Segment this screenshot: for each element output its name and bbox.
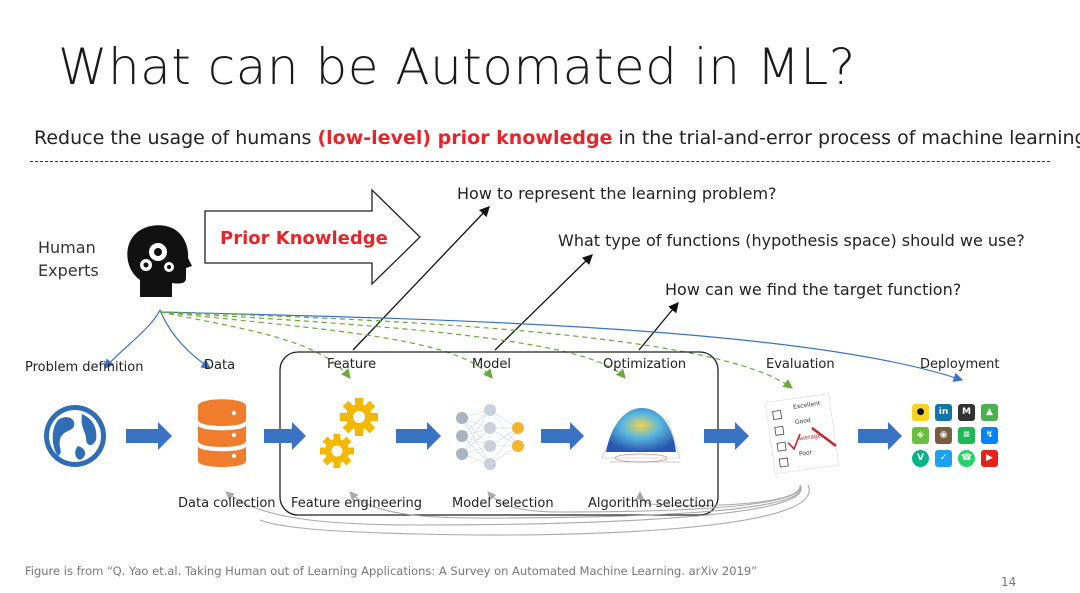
prior-knowledge-arrow [204, 188, 421, 286]
question-arrow-2 [494, 254, 593, 351]
stage-data: Data [204, 358, 236, 373]
database-icon [198, 399, 246, 467]
stage-evaluation: Evaluation [766, 357, 835, 372]
figure-source-footnote: Figure is from “Q. Yao et.al. Taking Hum… [25, 564, 758, 578]
subtitle-after: in the trial-and-error process of machin… [612, 127, 1080, 149]
stage-model: Model [472, 357, 512, 372]
twitter-icon: ✓ [935, 450, 952, 467]
question-representation: How to represent the learning problem? [457, 184, 777, 203]
prior-knowledge-label: Prior Knowledge [220, 228, 388, 249]
gears-icon [320, 398, 378, 468]
bottom-model-selection: Model selection [452, 496, 554, 511]
question-arrow-3 [638, 301, 679, 351]
stage-deployment: Deployment [920, 357, 1000, 372]
vine-leaf-icon: ◈ [912, 427, 929, 444]
bottom-algorithm-selection: Algorithm selection [588, 496, 715, 511]
medium-icon: M [958, 404, 975, 421]
subtitle-before: Reduce the usage of humans [34, 127, 318, 149]
subtitle-highlight: (low-level) prior knowledge [317, 127, 613, 149]
question-arrow-1 [352, 206, 490, 351]
human-experts-line2: Experts [38, 261, 99, 280]
snapchat-icon: ● [912, 404, 929, 421]
flow-arrows [126, 422, 902, 450]
checklist-icon [764, 393, 840, 475]
page-number: 14 [1001, 575, 1017, 589]
bottom-feature-engineering: Feature engineering [291, 496, 423, 511]
globe-icon [44, 405, 106, 467]
youtube-icon: ▶ [981, 450, 998, 467]
whatsapp-icon: ☎ [958, 450, 975, 467]
question-target-function: How can we find the target function? [665, 280, 962, 299]
stage-optimization: Optimization [603, 357, 687, 372]
surface-plot-icon [601, 408, 681, 463]
maps-icon: ▲ [981, 404, 998, 421]
vine-icon: V [912, 450, 929, 467]
instagram-icon: ◉ [935, 427, 952, 444]
bottom-data-collection: Data collection [178, 496, 276, 511]
neural-network-icon [456, 404, 524, 470]
stage-feature: Feature [327, 357, 377, 372]
question-hypothesis-space: What type of functions (hypothesis space… [558, 231, 1025, 250]
subtitle: Reduce the usage of humans (low-level) p… [34, 127, 1080, 149]
human-experts-line1: Human [38, 238, 96, 257]
linkedin-icon: in [935, 404, 952, 421]
messenger-icon: ↯ [981, 427, 998, 444]
human-experts-label: Human Experts [38, 236, 99, 282]
head-gears-icon [127, 225, 192, 297]
spotify-icon: ≡ [958, 427, 975, 444]
dashed-divider [30, 161, 1050, 162]
page-title: What can be Automated in ML? [58, 38, 856, 96]
stage-problem-definition: Problem definition [25, 360, 144, 375]
